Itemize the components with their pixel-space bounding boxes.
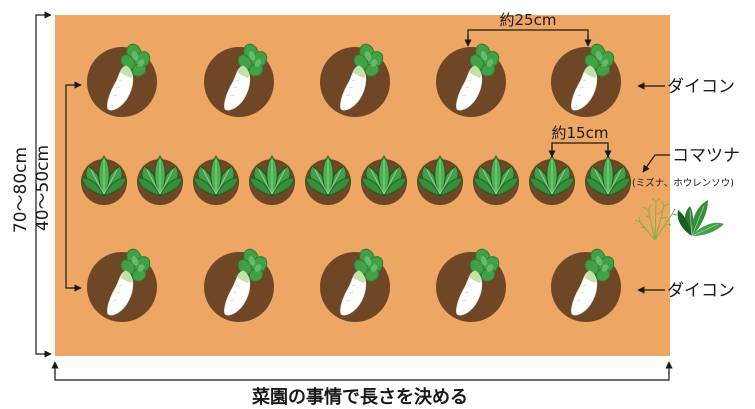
daikon-spacing-dimension: 約25cm: [464, 11, 592, 47]
daikon-top-callout: ダイコン: [637, 77, 735, 97]
komatsuna-spacing-label: 約15cm: [552, 124, 609, 142]
daikon-top-label: ダイコン: [667, 77, 735, 97]
row-width-dimension: 70〜80cm: [11, 11, 52, 358]
row-width-label: 70〜80cm: [11, 147, 31, 233]
spinach-plant: [677, 200, 724, 237]
daikon-spacing-label: 約25cm: [500, 11, 557, 29]
row-gap-label: 40〜50cm: [33, 145, 53, 231]
komatsuna-label: コマツナ: [672, 146, 740, 166]
komatsuna-spacing-dimension: 約15cm: [548, 124, 612, 158]
row-gap-dimension: 40〜50cm: [33, 81, 82, 292]
komatsuna-callout: コマツナ (ミズナ、ホウレンソウ): [632, 146, 740, 189]
mizuna-plant: [634, 197, 678, 241]
daikon-bottom-label: ダイコン: [667, 281, 735, 301]
bed-length-label: 菜園の事情で長さを決める: [251, 386, 468, 408]
daikon-bottom-callout: ダイコン: [637, 281, 735, 301]
bed-length-dimension: 菜園の事情で長さを決める: [51, 361, 673, 408]
komatsuna-note: (ミズナ、ホウレンソウ): [632, 177, 734, 189]
